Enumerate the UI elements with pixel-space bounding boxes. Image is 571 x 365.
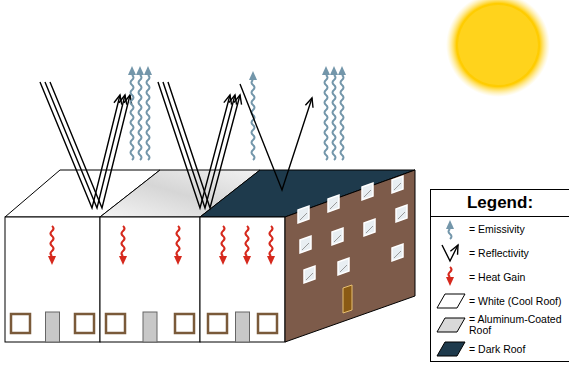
legend-row: = Dark Roof <box>431 337 569 361</box>
window <box>106 314 125 333</box>
arrowhead <box>450 245 458 255</box>
roof-swatch <box>437 342 465 356</box>
wavy-arrow-shaft <box>246 226 249 256</box>
window <box>11 314 30 333</box>
arrowhead <box>446 220 454 229</box>
arrowhead <box>48 256 56 265</box>
wavy-arrow-shaft <box>139 75 142 160</box>
legend-sample <box>431 266 469 288</box>
window-glare <box>366 226 373 233</box>
wavy-arrow-shaft <box>325 75 328 160</box>
window-glare <box>340 265 347 272</box>
legend-row: = Reflectivity <box>431 241 569 265</box>
arrowhead <box>243 256 251 265</box>
wavy-arrow-shaft <box>270 226 273 256</box>
legend-sample <box>431 218 469 240</box>
arrowhead <box>267 256 275 265</box>
reflection-line <box>240 84 312 190</box>
legend-sample <box>431 314 469 336</box>
window <box>332 228 343 245</box>
arrowhead <box>446 277 454 286</box>
door <box>236 312 250 342</box>
arrowhead <box>322 66 330 75</box>
side-wall <box>285 170 415 342</box>
arrowhead <box>144 66 152 75</box>
legend-text: = Heat Gain <box>469 272 569 283</box>
legend-box: Legend: = Emissivity = Reflectivity = Heat … <box>430 189 569 362</box>
door <box>46 312 60 342</box>
arrowhead <box>330 66 338 75</box>
legend-heading: Legend: <box>431 190 569 217</box>
window-glare <box>364 190 371 197</box>
window <box>328 195 339 212</box>
arrowhead <box>128 66 136 75</box>
wavy-arrow-shaft <box>222 226 225 256</box>
door <box>143 312 157 342</box>
reflection-line <box>40 82 120 208</box>
window-glare <box>398 212 405 219</box>
reflection-line <box>50 82 130 208</box>
window-glare <box>302 243 309 250</box>
window-glare <box>330 202 337 209</box>
roof-swatch <box>437 318 465 332</box>
sun <box>446 0 550 97</box>
window <box>362 183 373 200</box>
window <box>392 176 403 193</box>
legend-text: = Dark Roof <box>469 344 569 355</box>
sun-disc <box>458 5 538 85</box>
window-glare <box>394 183 401 190</box>
window <box>396 205 407 222</box>
wavy-arrow-shaft <box>177 226 180 256</box>
legend-text: = Reflectivity <box>469 248 569 259</box>
wavy-arrow-shaft <box>449 229 452 239</box>
front-wall <box>100 217 200 342</box>
wavy-arrow-shaft <box>449 267 452 277</box>
window <box>75 314 94 333</box>
wavy-arrow-shaft <box>131 75 134 160</box>
arrowhead <box>136 66 144 75</box>
legend-sample <box>431 290 469 312</box>
window <box>338 258 349 275</box>
arrowhead <box>234 95 242 105</box>
legend-text: = Aluminum-Coated Roof <box>469 314 569 336</box>
wavy-arrow-shaft <box>333 75 336 160</box>
legend-row: = Aluminum-Coated Roof <box>431 313 569 337</box>
arrowhead <box>249 71 257 80</box>
wavy-arrow-shaft <box>341 75 344 160</box>
arrowhead <box>219 256 227 265</box>
door <box>343 285 352 313</box>
wavy-arrow-shaft <box>147 75 150 160</box>
reflection-line <box>45 82 125 208</box>
window <box>258 314 277 333</box>
window <box>304 266 315 283</box>
window <box>298 206 309 223</box>
roof-swatch <box>437 294 465 308</box>
window <box>364 219 375 236</box>
arrowhead <box>174 256 182 265</box>
window-glare <box>300 213 307 220</box>
legend-row: = White (Cool Roof) <box>431 289 569 313</box>
window <box>208 314 227 333</box>
window-glare <box>334 235 341 242</box>
legend-row: = Emissivity <box>431 217 569 241</box>
window <box>300 236 311 253</box>
arrowhead <box>119 256 127 265</box>
arrowhead <box>338 66 346 75</box>
wavy-arrow-shaft <box>51 226 54 256</box>
legend-text: = Emissivity <box>469 224 569 235</box>
window-glare <box>394 251 401 258</box>
reflection-line <box>442 245 458 261</box>
arrowhead <box>305 98 313 108</box>
window <box>175 314 194 333</box>
legend-row: = Heat Gain <box>431 265 569 289</box>
legend-text: = White (Cool Roof) <box>469 296 569 307</box>
front-wall <box>5 217 100 342</box>
window <box>392 244 403 261</box>
reflection-line <box>168 82 240 208</box>
window-glare <box>306 273 313 280</box>
wavy-arrow-shaft <box>122 226 125 256</box>
legend-sample <box>431 242 469 264</box>
front-wall <box>200 217 285 342</box>
legend-sample <box>431 338 469 360</box>
